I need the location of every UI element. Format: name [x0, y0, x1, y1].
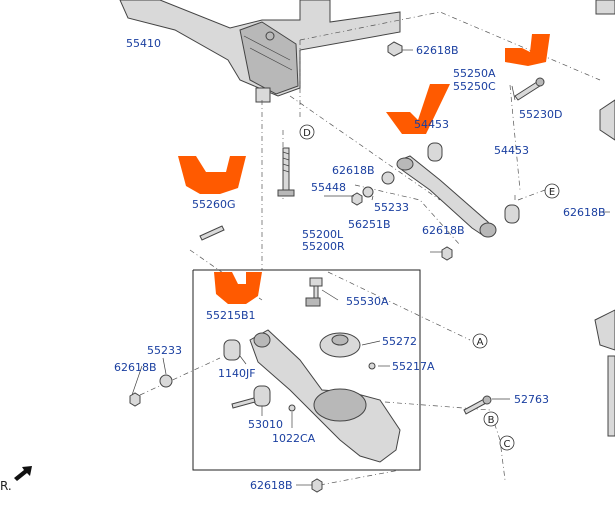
nut-62618b-arm: [441, 246, 453, 261]
label-53010[interactable]: 53010: [248, 418, 283, 431]
nut-62618b-bottom: [311, 478, 323, 493]
lower-control-arm: [249, 329, 401, 463]
nut-62618b-top: [387, 41, 403, 57]
highlight-55230d-bracket: [505, 34, 550, 66]
bushing-55215b1: [223, 339, 241, 361]
highlight-55260g-bracket: [178, 156, 246, 194]
label-55260g[interactable]: 55260G: [192, 198, 236, 211]
label-1140jf[interactable]: 1140JF: [218, 367, 256, 380]
label-55233-top[interactable]: 55233: [374, 201, 409, 214]
label-55250a[interactable]: 55250A: [453, 67, 496, 80]
label-54453-left[interactable]: 54453: [414, 118, 449, 131]
bolt-55260g: [199, 225, 225, 241]
stabilizer-link-55530a: [305, 277, 323, 307]
label-55233-left[interactable]: 55233: [147, 344, 182, 357]
label-55448[interactable]: 55448: [311, 181, 346, 194]
nut-62618b-left: [129, 392, 141, 407]
highlight-55215b1-bracket: [214, 272, 262, 304]
nut-55233-left: [159, 374, 173, 388]
edge-text: R.: [0, 479, 12, 493]
ref-d-text: D: [303, 128, 311, 139]
bushing-54453-left: [427, 142, 443, 162]
bolt-55448: [277, 147, 295, 197]
ref-c-text: C: [504, 439, 511, 450]
right-edge-part: [594, 0, 615, 437]
ref-e-text: E: [549, 187, 555, 198]
bolt-55230d: [514, 77, 545, 101]
part-55217a: [368, 362, 376, 370]
label-55217a[interactable]: 55217A: [392, 360, 435, 373]
label-54453-right[interactable]: 54453: [494, 144, 529, 157]
lower-arm-group-box: [192, 269, 421, 471]
nut-55233-top: [381, 171, 395, 185]
ref-circle-c: C: [499, 435, 515, 451]
nut-62618b-mid: [351, 192, 363, 206]
label-62618b-top[interactable]: 62618B: [416, 44, 459, 57]
washer-56251b: [362, 186, 374, 198]
label-55200r[interactable]: 55200R: [302, 240, 345, 253]
bolt-52763: [463, 395, 492, 415]
label-62618b-bottom[interactable]: 62618B: [250, 479, 293, 492]
plug-1022ca: [288, 404, 296, 412]
label-55530a[interactable]: 55530A: [346, 295, 389, 308]
upper-control-arm: [396, 155, 497, 238]
ref-b-text: B: [488, 415, 495, 426]
ref-circle-a: A: [472, 333, 488, 349]
label-55200l[interactable]: 55200L: [302, 228, 344, 241]
ref-a-text: A: [477, 337, 484, 348]
label-55215b1[interactable]: 55215B1: [206, 309, 256, 322]
label-1022ca[interactable]: 1022CA: [272, 432, 316, 445]
ref-circle-e: E: [544, 183, 560, 199]
bushing-53010: [253, 385, 271, 407]
spring-pad-55272: [319, 332, 361, 358]
label-55410[interactable]: 55410: [126, 37, 161, 50]
label-52763[interactable]: 52763: [514, 393, 549, 406]
label-62618b-mid[interactable]: 62618B: [332, 164, 375, 177]
label-56251b[interactable]: 56251B: [348, 218, 391, 231]
bushing-54453-right: [504, 204, 520, 224]
ref-circle-d: D: [299, 124, 315, 140]
highlight-55250-check: [386, 84, 450, 134]
bolt-1140jf: [231, 397, 256, 409]
label-55230d[interactable]: 55230D: [519, 108, 562, 121]
label-62618b-arm[interactable]: 62618B: [422, 224, 465, 237]
arrow-icon: [14, 466, 32, 481]
label-55250c[interactable]: 55250C: [453, 80, 496, 93]
subframe-assembly: [119, 0, 401, 103]
label-62618b-right[interactable]: 62618B: [563, 206, 606, 219]
label-62618b-left[interactable]: 62618B: [114, 361, 157, 374]
ref-circle-b: B: [483, 411, 499, 427]
label-55272[interactable]: 55272: [382, 335, 417, 348]
leader-lines: [131, 49, 610, 486]
